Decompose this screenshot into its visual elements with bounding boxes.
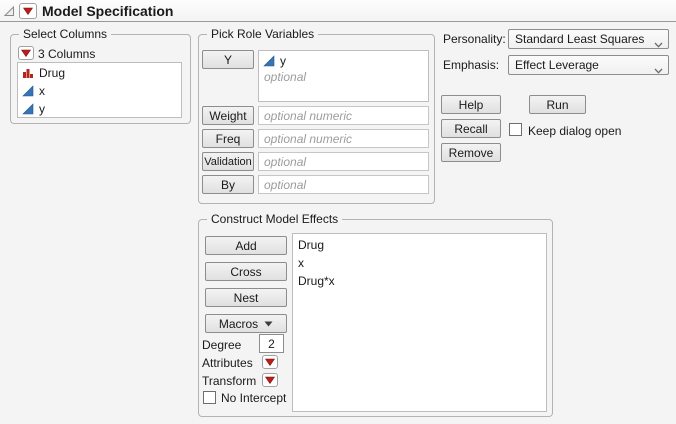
- select-columns-legend: Select Columns: [19, 27, 112, 41]
- freq-placeholder: optional numeric: [264, 131, 353, 146]
- y-role-item[interactable]: y: [259, 53, 428, 69]
- list-item[interactable]: y: [18, 100, 181, 117]
- y-role-button[interactable]: Y: [202, 50, 254, 69]
- column-label: Drug: [39, 66, 66, 80]
- emphasis-select[interactable]: Effect Leverage: [508, 55, 669, 75]
- dropdown-arrow-icon: [264, 321, 273, 327]
- effect-item[interactable]: x: [298, 256, 304, 270]
- column-label: x: [39, 84, 45, 98]
- attributes-red-triangle-button[interactable]: [262, 355, 278, 369]
- keep-dialog-open-checkbox[interactable]: [509, 123, 522, 136]
- add-button[interactable]: Add: [205, 236, 287, 255]
- transform-label: Transform: [202, 374, 257, 388]
- title-bar: Model Specification: [0, 0, 676, 22]
- by-role-field[interactable]: optional: [258, 175, 429, 194]
- help-button[interactable]: Help: [441, 95, 501, 114]
- construct-model-effects-panel: Construct Model Effects: [198, 212, 553, 417]
- nominal-column-icon: [22, 67, 34, 79]
- y-role-placeholder: optional: [264, 70, 307, 84]
- by-role-button[interactable]: By: [202, 175, 254, 194]
- transform-red-triangle-button[interactable]: [262, 373, 278, 387]
- chevron-down-icon: [654, 37, 663, 51]
- personality-label: Personality:: [443, 32, 506, 46]
- remove-button[interactable]: Remove: [441, 143, 501, 162]
- validation-role-button[interactable]: Validation: [202, 152, 254, 171]
- weight-role-button[interactable]: Weight: [202, 106, 254, 125]
- validation-placeholder: optional: [264, 154, 307, 169]
- continuous-column-icon: [22, 85, 34, 97]
- page-title: Model Specification: [42, 2, 174, 19]
- nest-button[interactable]: Nest: [205, 288, 287, 307]
- degree-input[interactable]: 2: [259, 334, 284, 353]
- red-triangle-menu-button[interactable]: [19, 2, 37, 19]
- select-columns-panel: Select Columns: [10, 27, 191, 124]
- macros-button[interactable]: Macros: [205, 314, 287, 333]
- columns-red-triangle-button[interactable]: [18, 46, 34, 60]
- emphasis-value: Effect Leverage: [515, 58, 599, 72]
- keep-dialog-open-label: Keep dialog open: [528, 124, 622, 138]
- validation-role-field[interactable]: optional: [258, 152, 429, 171]
- effect-item[interactable]: Drug: [298, 238, 325, 252]
- select-columns-list[interactable]: Drug x y: [17, 62, 182, 118]
- personality-value: Standard Least Squares: [515, 32, 645, 46]
- construct-model-effects-legend: Construct Model Effects: [207, 212, 343, 226]
- weight-role-field[interactable]: optional numeric: [258, 106, 429, 125]
- no-intercept-label: No Intercept: [221, 391, 287, 405]
- personality-select[interactable]: Standard Least Squares: [508, 29, 669, 49]
- run-button[interactable]: Run: [529, 95, 586, 114]
- columns-count-label: 3 Columns: [38, 47, 96, 61]
- effect-item[interactable]: Drug*x: [298, 274, 335, 288]
- recall-button[interactable]: Recall: [441, 119, 501, 138]
- attributes-label: Attributes: [202, 356, 253, 370]
- emphasis-label: Emphasis:: [443, 58, 500, 72]
- pick-role-variables-panel: Pick Role Variables: [198, 27, 435, 204]
- weight-placeholder: optional numeric: [264, 108, 353, 123]
- continuous-column-icon: [22, 103, 34, 115]
- freq-role-field[interactable]: optional numeric: [258, 129, 429, 148]
- chevron-down-icon: [654, 63, 663, 77]
- y-role-item-label: y: [280, 54, 286, 68]
- cross-button[interactable]: Cross: [205, 262, 287, 281]
- degree-label: Degree: [202, 338, 242, 352]
- disclosure-open-icon[interactable]: [3, 5, 15, 17]
- list-item[interactable]: Drug: [18, 64, 181, 82]
- pick-role-variables-legend: Pick Role Variables: [207, 27, 319, 41]
- no-intercept-checkbox[interactable]: [203, 391, 216, 404]
- degree-value: 2: [268, 336, 275, 351]
- continuous-column-icon: [263, 55, 275, 67]
- by-placeholder: optional: [264, 177, 307, 192]
- column-label: y: [39, 102, 45, 116]
- y-role-listbox[interactable]: y optional: [258, 50, 429, 102]
- freq-role-button[interactable]: Freq: [202, 129, 254, 148]
- model-effects-list[interactable]: Drug x Drug*x: [292, 233, 547, 412]
- list-item[interactable]: x: [18, 82, 181, 100]
- macros-label: Macros: [218, 316, 259, 331]
